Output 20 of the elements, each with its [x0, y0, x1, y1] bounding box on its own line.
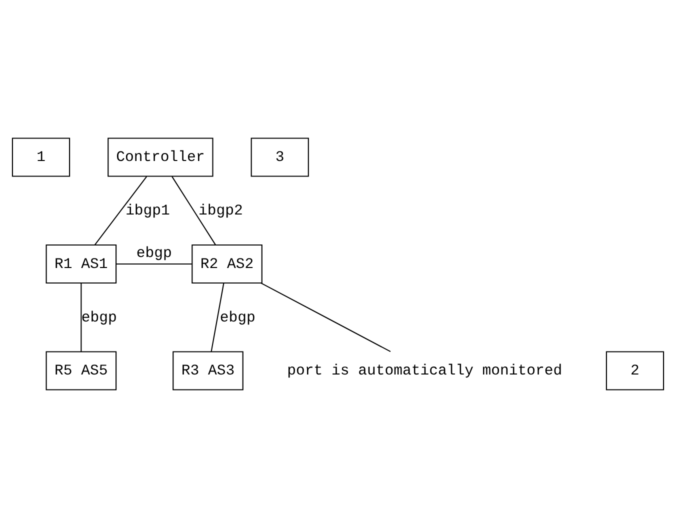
node-box: R1 AS1	[46, 244, 117, 284]
node-box: R2 AS2	[192, 244, 262, 284]
node-box: 2	[606, 350, 664, 390]
node-text: port is automatically monitored	[287, 363, 562, 380]
connector	[260, 282, 391, 352]
node-box: 1	[12, 137, 70, 176]
node-box: 3	[250, 137, 309, 176]
connector	[210, 282, 224, 352]
edge-label: ebgp	[220, 310, 256, 326]
connector	[116, 262, 192, 264]
node-box: R5 AS5	[46, 350, 117, 390]
node-box: R3 AS3	[172, 350, 244, 390]
node-box: Controller	[108, 137, 214, 176]
edge-label: ibgp2	[198, 203, 243, 220]
edge-label: ebgp	[136, 245, 172, 262]
connector	[94, 176, 148, 245]
edge-label: ibgp1	[126, 203, 170, 220]
connector	[80, 282, 82, 352]
edge-label: ebgp	[81, 310, 117, 326]
connector	[172, 176, 216, 245]
